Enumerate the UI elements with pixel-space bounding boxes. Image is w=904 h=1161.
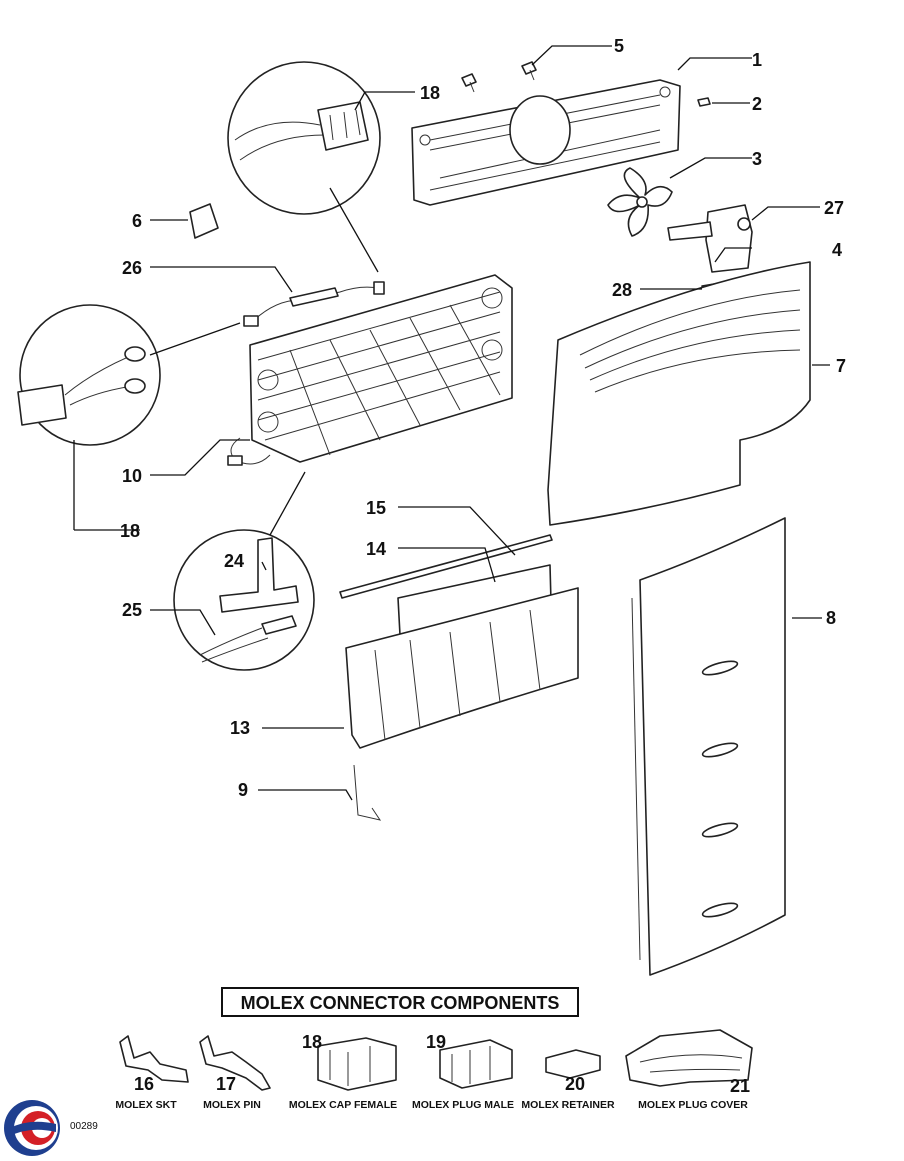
part-3-fan-blade [607, 167, 673, 237]
molex-20-number: 20 [565, 1074, 585, 1094]
callout-25: 25 [122, 600, 142, 620]
molex-20-label: MOLEX RETAINER [521, 1099, 615, 1111]
leader-lines [73, 45, 830, 801]
molex-19-number: 19 [426, 1032, 446, 1052]
molex-item-20: 20 MOLEX RETAINER [521, 1049, 615, 1111]
part-10-sensor [227, 437, 271, 466]
molex-19-label: MOLEX PLUG MALE [412, 1099, 514, 1111]
molex-17-number: 17 [216, 1074, 236, 1094]
molex-21-label: MOLEX PLUG COVER [638, 1099, 748, 1111]
molex-18-label: MOLEX CAP FEMALE [289, 1099, 397, 1111]
detail-circle-connector-left [17, 304, 161, 446]
callout-4: 4 [832, 240, 842, 260]
callout-1: 1 [752, 50, 762, 70]
part-5-screws [461, 61, 537, 93]
molex-17-label: MOLEX PIN [203, 1099, 261, 1111]
molex-16-label: MOLEX SKT [115, 1099, 177, 1111]
evaporator-coil [249, 274, 513, 463]
callout-18-top: 18 [420, 83, 440, 103]
part-2-screw [697, 97, 711, 107]
part-8-back-panel [631, 517, 786, 976]
part-13-tray [345, 587, 579, 749]
molex-item-16: 16 MOLEX SKT [115, 1035, 189, 1111]
part-26-wire-harness [243, 281, 385, 327]
part-15-rod [339, 534, 553, 599]
callout-9: 9 [238, 780, 248, 800]
callout-5: 5 [614, 36, 624, 56]
callout-3: 3 [752, 149, 762, 169]
part-7-panel [547, 261, 811, 526]
callout-6: 6 [132, 211, 142, 231]
part-9-clip [353, 764, 382, 821]
callout-28: 28 [612, 280, 632, 300]
callout-2: 2 [752, 94, 762, 114]
callout-14: 14 [366, 539, 386, 559]
molex-item-17: 17 MOLEX PIN [199, 1035, 271, 1111]
callout-24: 24 [224, 551, 244, 571]
callout-labels: 1 2 3 4 5 6 7 8 9 10 13 14 15 18 18 24 2… [120, 36, 846, 800]
molex-16-number: 16 [134, 1074, 154, 1094]
molex-item-19: 19 MOLEX PLUG MALE [412, 1032, 514, 1111]
callout-27: 27 [824, 198, 844, 218]
molex-21-number: 21 [730, 1076, 750, 1096]
detail-circle-connector-top [227, 61, 381, 215]
molex-18-number: 18 [302, 1032, 322, 1052]
callout-13: 13 [230, 718, 250, 738]
callout-26: 26 [122, 258, 142, 278]
callout-8: 8 [826, 608, 836, 628]
molex-item-18: 18 MOLEX CAP FEMALE [289, 1032, 397, 1111]
molex-item-21: 21 MOLEX PLUG COVER [625, 1029, 753, 1111]
brand-logo [4, 1100, 60, 1156]
part-6-clip [189, 203, 219, 239]
detail-circle-sensor-clip [173, 529, 315, 671]
diagram-code: 00289 [70, 1121, 98, 1132]
callout-7: 7 [836, 356, 846, 376]
molex-heading-box: MOLEX CONNECTOR COMPONENTS [221, 987, 579, 1017]
part-4-fan-motor [667, 204, 753, 273]
callout-18-left: 18 [120, 521, 140, 541]
molex-heading: MOLEX CONNECTOR COMPONENTS [241, 993, 560, 1013]
callout-15: 15 [366, 498, 386, 518]
callout-10: 10 [122, 466, 142, 486]
part-1-fan-cover [411, 79, 681, 206]
